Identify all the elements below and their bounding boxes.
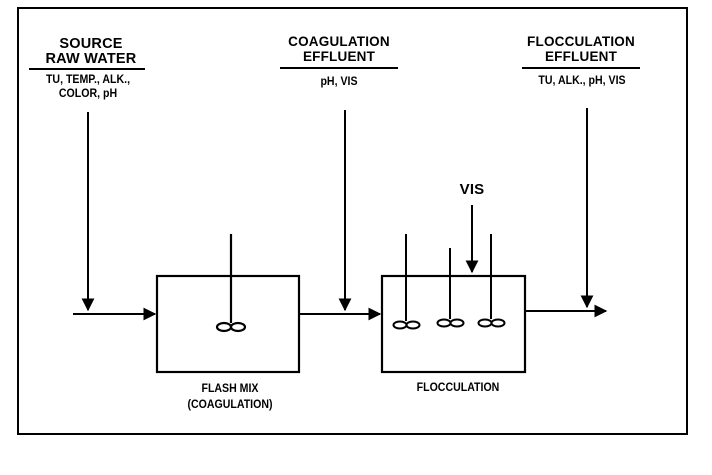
flocculation-tank-label: FLOCCULATION [416,382,500,394]
flocculation-tank [380,274,527,374]
source-underline [29,68,145,70]
flash-mix-mixer-icon [215,234,247,333]
source-params-line1: TU, TEMP., ALK., [45,74,131,86]
vis-label: VIS [459,181,485,198]
coagulation-effluent-underline [280,67,398,69]
coagulation-effluent-title-line2: EFFLUENT [302,49,376,64]
flocculator-paddle-3-icon [477,234,506,328]
source-title-line2: RAW WATER [45,51,137,67]
flash-mix-label-line2: (COAGULATION) [187,399,273,411]
flocculator-paddle-1-icon [392,234,421,330]
flocculation-effluent-title-line2: EFFLUENT [544,49,618,64]
flocculation-effluent-title-line1: FLOCCULATION [527,34,635,49]
flocculation-effluent-params: TU, ALK., pH, VIS [538,75,626,87]
flocculator-paddle-2-icon [436,248,465,328]
flocculation-effluent-underline [522,67,640,69]
coagulation-effluent-title-line1: COAGULATION [288,34,390,49]
flash-mix-tank [155,274,301,374]
source-title-line1: SOURCE [59,36,123,52]
source-params-line2: COLOR, pH [58,88,118,100]
coagulation-effluent-params: pH, VIS [320,76,358,88]
flash-mix-label-line1: FLASH MIX [201,383,259,395]
diagram-border [17,7,688,435]
